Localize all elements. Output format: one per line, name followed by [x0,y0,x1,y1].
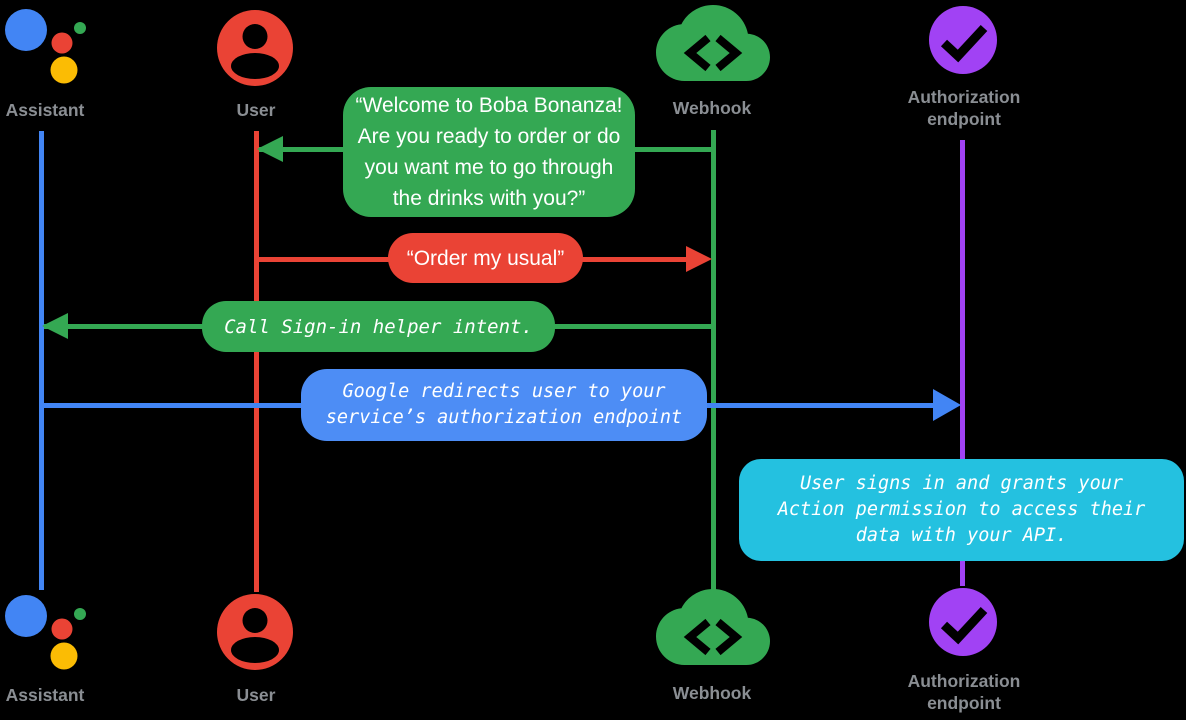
webhook-label-top: Webhook [672,98,752,118]
assistant-lifeline [39,131,44,590]
signin-arrow-head [42,313,68,339]
webhook-label-bottom: Webhook [672,683,752,703]
signin-intent-bubble: Call Sign-in helper intent. [202,301,555,352]
order-message-bubble: “Order my usual” [388,233,583,283]
assistant-label-top: Assistant [5,100,85,120]
authorization-label-top: Authorization endpoint [907,87,1021,129]
authorization-icon [929,6,997,74]
redirect-message-bubble: Google redirects user to your service’s … [301,369,707,441]
webhook-icon [656,5,770,81]
welcome-arrow-head [257,136,283,162]
order-arrow-head [686,246,712,272]
signin-grant-note-bubble: User signs in and grants your Action per… [739,459,1184,561]
user-lifeline [254,131,259,592]
assistant-label-bottom: Assistant [5,685,85,705]
user-icon [217,10,293,86]
webhook-icon-bottom [656,589,770,665]
authorization-icon-bottom [929,588,997,656]
webhook-lifeline [711,130,716,590]
user-icon-bottom [217,594,293,670]
user-label-bottom: User [236,685,276,705]
authorization-lifeline [960,140,965,586]
welcome-message-bubble: “Welcome to Boba Bonanza! Are you ready … [343,87,635,217]
assistant-icon [5,9,86,84]
authorization-label-bottom: Authorization endpoint [907,671,1021,713]
redirect-arrow-head [933,389,961,421]
assistant-icon-bottom [5,595,86,670]
user-label-top: User [236,100,276,120]
